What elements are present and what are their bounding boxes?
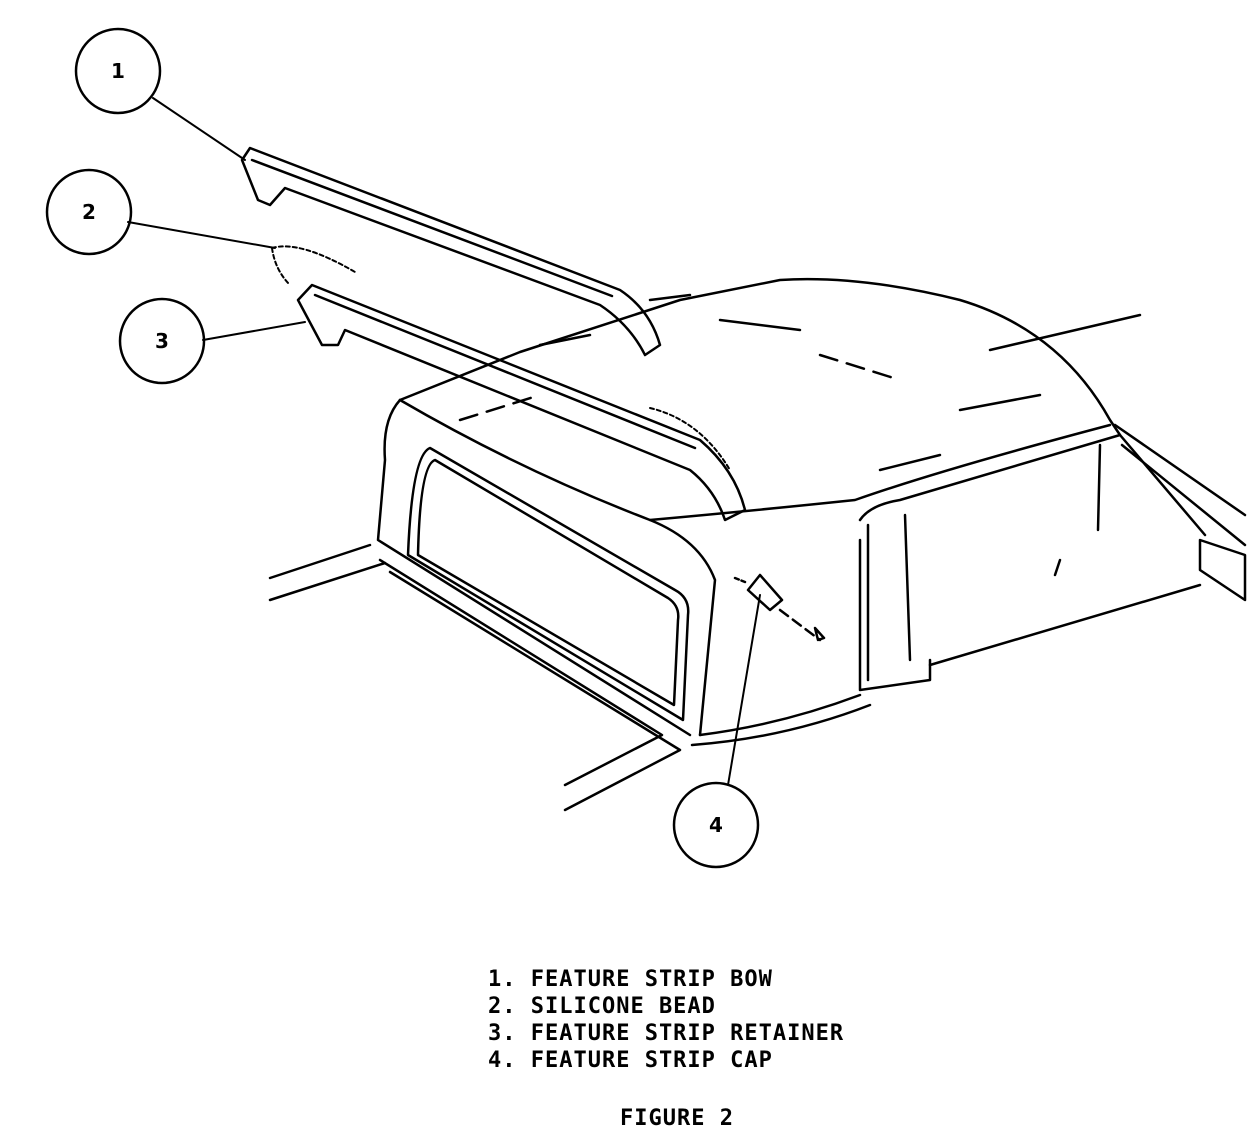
legend-item-2: 2. SILICONE BEAD xyxy=(488,994,716,1019)
leader-lines xyxy=(127,97,761,786)
feature-strip-cap xyxy=(733,573,826,642)
callout-label-4: 4 xyxy=(709,813,723,837)
callout-label-3: 3 xyxy=(155,329,169,353)
legend-item-1: 1. FEATURE STRIP BOW xyxy=(488,967,773,992)
truck-bed xyxy=(268,313,1142,812)
callout-circle-4 xyxy=(672,781,760,869)
callout-circles xyxy=(45,27,760,869)
feature-strip-retainer xyxy=(296,283,747,522)
callout-circle-1 xyxy=(74,27,162,115)
camper-shell xyxy=(376,277,1247,747)
callout-circle-2 xyxy=(45,168,133,256)
feature-strip-bow xyxy=(240,146,662,357)
callout-label-2: 2 xyxy=(82,200,96,224)
figure-caption: FIGURE 2 xyxy=(620,1106,734,1131)
callout-circle-3 xyxy=(118,297,206,385)
parts-legend: 1. FEATURE STRIP BOW 2. SILICONE BEAD 3.… xyxy=(488,966,844,1074)
callout-label-1: 1 xyxy=(111,59,125,83)
legend-item-4: 4. FEATURE STRIP CAP xyxy=(488,1048,773,1073)
silicone-bead xyxy=(271,245,731,471)
legend-item-3: 3. FEATURE STRIP RETAINER xyxy=(488,1021,845,1046)
